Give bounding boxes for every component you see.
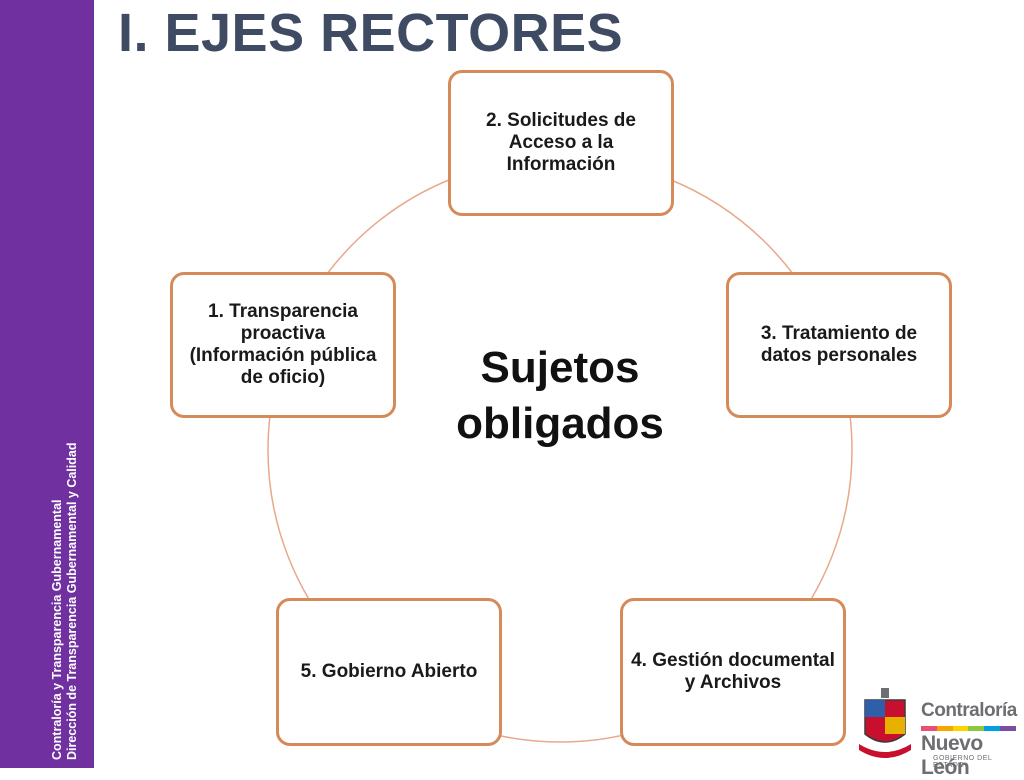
logo-gobierno-del-estado: GOBIERNO DEL ESTADO [933,755,993,769]
node-gobierno-label: 5. Gobierno Abierto [300,661,478,682]
center-line-2: obligados [456,399,664,448]
node-gestion: 4. Gestión documental y Archivos [620,598,846,746]
center-label: Sujetos obligados [430,340,690,452]
sidebar [0,0,94,768]
coat-of-arms-icon [859,688,911,758]
node-solicitudes: 2. Solicitudes de Acceso a la Informació… [448,70,674,216]
node-transparencia: 1. Transparencia proactiva (Información … [170,272,396,418]
logo-contraloria: Contraloría [921,700,1017,721]
logos: Contraloría Nuevo León GOBIERNO DEL ESTA… [855,686,1020,779]
center-line-1: Sujetos [480,343,640,392]
node-gobierno: 5. Gobierno Abierto [276,598,502,746]
node-tratamiento-label: 3. Tratamiento de datos personales [760,323,918,366]
node-tratamiento: 3. Tratamiento de datos personales [726,272,952,418]
page-title: I. EJES RECTORES [118,3,624,63]
node-gestion-label: 4. Gestión documental y Archivos [631,650,835,693]
node-transparencia-label: 1. Transparencia proactiva (Información … [189,301,377,388]
node-solicitudes-label: 2. Solicitudes de Acceso a la Informació… [486,110,636,175]
logo-color-bars [921,726,1016,731]
